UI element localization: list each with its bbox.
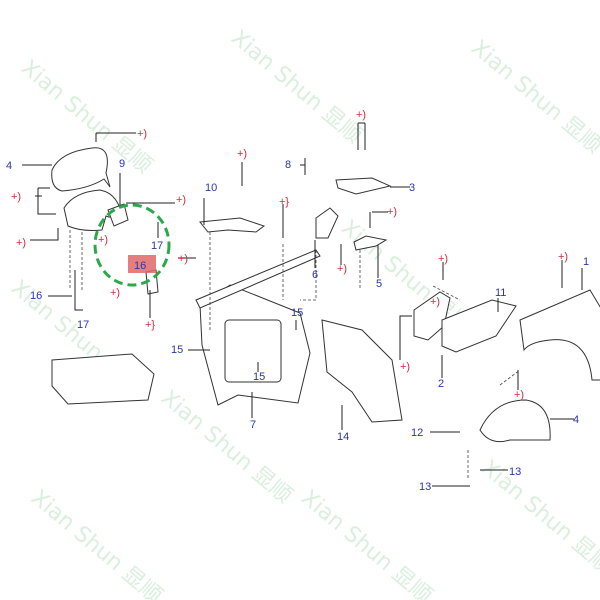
note-marker: +) <box>16 237 26 249</box>
apron-panel-14 <box>321 319 403 423</box>
note-marker: +) <box>137 128 147 140</box>
watermark: Xian Shun 显顺 <box>476 455 600 579</box>
label-13: 13 <box>509 466 521 478</box>
label-15: 15 <box>291 307 303 319</box>
part-number-labels: 4 9 17 16 16 17 10 8 3 6 5 1 11 2 15 15 … <box>6 158 589 493</box>
note-marker: +) <box>558 251 568 263</box>
frame-rail <box>195 249 321 309</box>
note-marker: +) <box>387 206 397 218</box>
bracket-3 <box>335 177 392 195</box>
label-17: 17 <box>151 240 163 252</box>
note-marker: +} <box>279 196 289 208</box>
note-marker: +} <box>145 319 155 331</box>
fender-1 <box>519 289 600 381</box>
note-marker: +) <box>11 191 21 203</box>
label-2: 2 <box>438 378 444 390</box>
label-9: 9 <box>119 158 125 170</box>
apron-11 <box>441 299 517 353</box>
radiator-frame-inner <box>224 319 282 383</box>
bracket-5 <box>353 235 388 251</box>
highlight-circle <box>93 203 171 287</box>
parts <box>51 147 600 443</box>
label-4: 4 <box>573 414 579 426</box>
label-1: 1 <box>583 256 589 268</box>
label-8: 8 <box>285 159 291 171</box>
label-11: 11 <box>495 287 506 299</box>
note-marker: +) <box>356 109 366 121</box>
label-4: 4 <box>6 160 12 172</box>
note-marker: +) <box>98 234 108 246</box>
note-marker: +) <box>400 361 410 373</box>
label-15: 15 <box>253 371 265 383</box>
highlight-box <box>128 255 156 273</box>
label-10: 10 <box>205 182 217 194</box>
bracket-10 <box>199 217 266 233</box>
label-15: 15 <box>171 344 183 356</box>
note-marker: +) <box>514 389 524 401</box>
watermark: Xian Shun 显顺 <box>226 25 366 149</box>
note-marker: +) <box>237 148 247 160</box>
label-3: 3 <box>409 182 415 194</box>
grille-panel <box>51 353 155 405</box>
fender-liner-4-right <box>479 399 551 443</box>
label-6: 6 <box>312 269 318 281</box>
watermark: Xian Shun 显顺 <box>26 485 166 600</box>
label-16: 16 <box>30 290 42 302</box>
note-marker: +) <box>430 296 440 308</box>
note-marker: +) <box>176 194 186 206</box>
note-marker: +) <box>337 263 347 275</box>
note-marker: +) <box>110 287 120 299</box>
label-17: 17 <box>77 319 89 331</box>
fender-liner-upper <box>51 147 111 192</box>
label-16-highlighted: 16 <box>134 260 146 272</box>
label-13: 13 <box>419 481 431 493</box>
watermark: Xian Shun 显顺 <box>156 385 296 509</box>
bracket-6 <box>315 207 339 239</box>
watermark: Xian Shun 显顺 <box>296 485 436 600</box>
label-7: 7 <box>250 419 256 431</box>
watermark: Xian Shun 显顺 <box>466 35 600 159</box>
note-marker: +) <box>178 253 188 265</box>
note-markers: +) +) +) +) +) +) +} +) +} +) +) +) +) +… <box>11 109 568 401</box>
label-12: 12 <box>411 427 423 439</box>
leader-lines <box>22 122 583 487</box>
label-14: 14 <box>337 431 349 443</box>
note-marker: +) <box>438 253 448 265</box>
label-5: 5 <box>376 278 382 290</box>
